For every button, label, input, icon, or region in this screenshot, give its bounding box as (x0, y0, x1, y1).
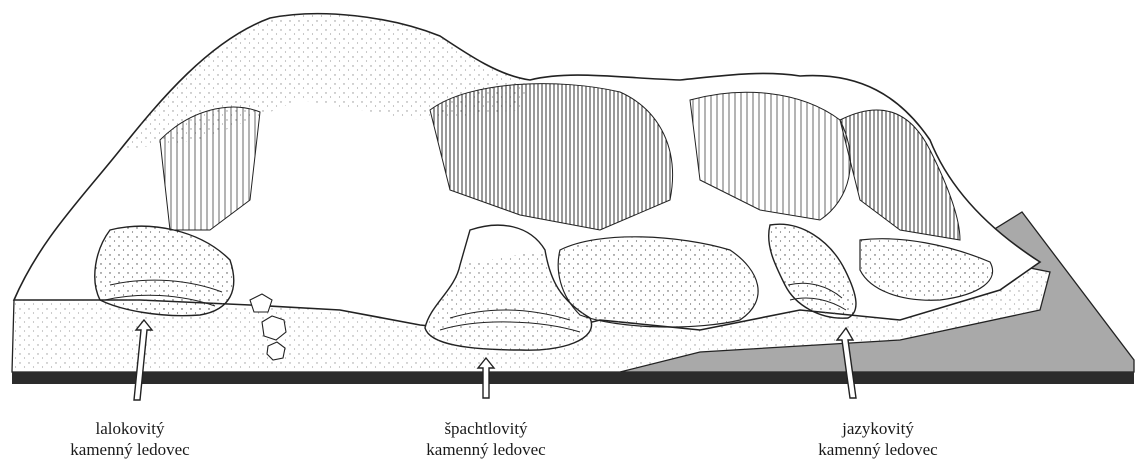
label-lobate-line2: kamenný ledovec (40, 439, 220, 460)
apron-lobe-center (558, 237, 758, 327)
label-lobate-line1: lalokovitý (40, 418, 220, 439)
ground-band (12, 372, 1134, 384)
label-tongue-line1: jazykovitý (788, 418, 968, 439)
label-spatulate-line1: špachtlovitý (386, 418, 586, 439)
label-tongue-rock-glacier: jazykovitý kamenný ledovec (788, 418, 968, 460)
label-lobate-rock-glacier: lalokovitý kamenný ledovec (40, 418, 220, 460)
label-tongue-line2: kamenný ledovec (788, 439, 968, 460)
label-spatulate-rock-glacier: špachtlovitý kamenný ledovec (386, 418, 586, 460)
label-spatulate-line2: kamenný ledovec (386, 439, 586, 460)
